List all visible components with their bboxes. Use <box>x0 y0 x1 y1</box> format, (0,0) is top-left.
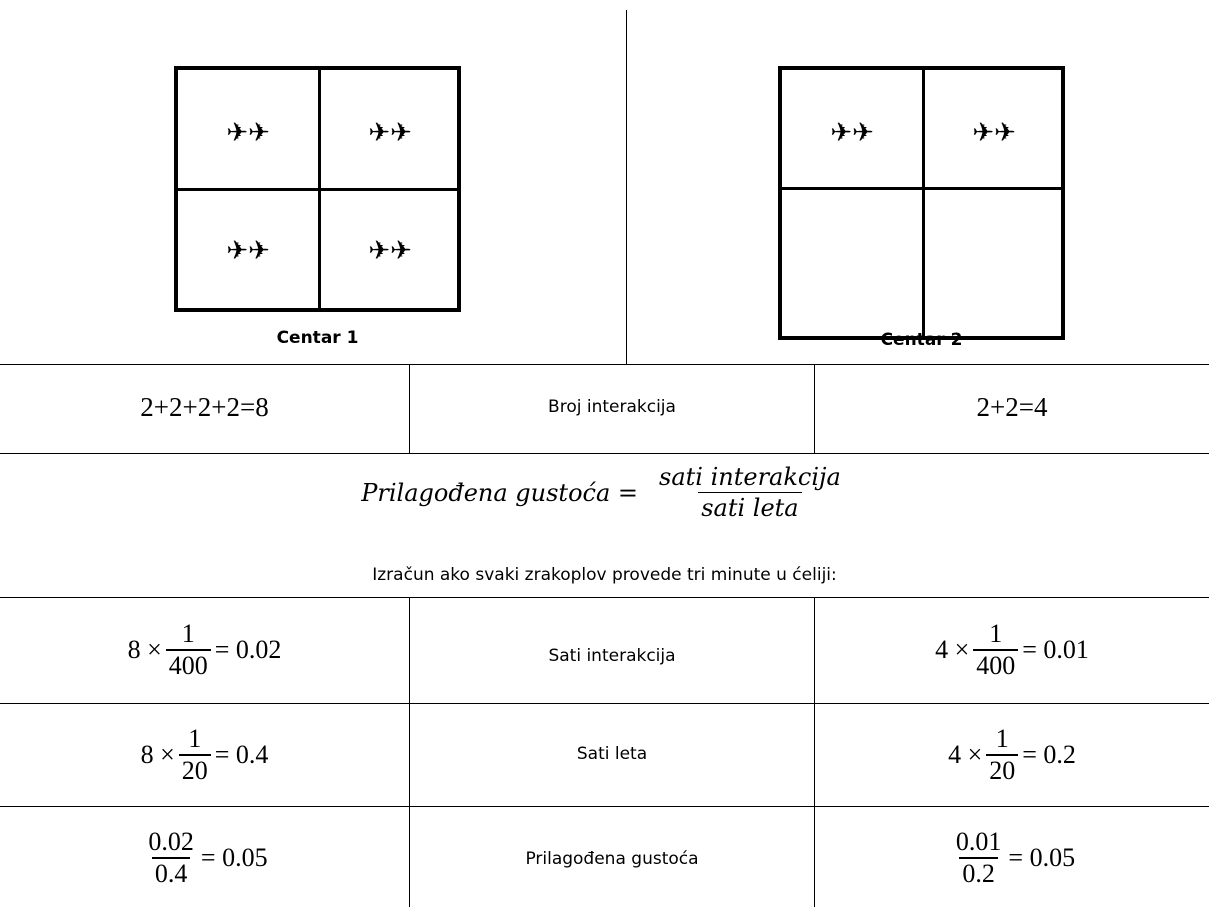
table-rule <box>0 703 1209 704</box>
interaction-hours-label: Sati interakcija <box>548 646 676 666</box>
center-2-interactions: 2+2=4 <box>976 392 1048 422</box>
interactions-label: Broj interakcija <box>548 397 676 417</box>
adjusted-density-label: Prilagođena gustoća <box>525 849 699 869</box>
airplane-icon: ✈✈ <box>972 118 1016 148</box>
table-divider <box>814 364 815 454</box>
calculation-note: Izračun ako svaki zrakoplov provede tri … <box>372 565 837 585</box>
airplane-icon: ✈✈ <box>226 118 270 148</box>
table-divider <box>409 364 410 454</box>
center-2-grid: ✈✈ ✈✈ <box>778 66 1065 340</box>
center-1-grid: ✈✈ ✈✈ ✈✈ ✈✈ <box>174 66 461 312</box>
center-1-caption: Centar 1 <box>276 328 359 348</box>
center-2-caption: Centar 2 <box>880 330 963 350</box>
table-divider <box>814 597 815 907</box>
center-1-interactions: 2+2+2+2=8 <box>140 392 269 422</box>
density-formula: Prilagođena gustoća = sati interakcija s… <box>0 462 1209 523</box>
airplane-icon: ✈✈ <box>830 118 874 148</box>
formula-fraction: sati interakcija sati leta <box>656 462 844 523</box>
formula-denominator: sati leta <box>698 492 802 523</box>
airplane-icon: ✈✈ <box>226 236 270 266</box>
formula-numerator: sati interakcija <box>659 463 841 491</box>
table-rule <box>0 597 1209 598</box>
table-rule <box>0 453 1209 454</box>
top-divider <box>626 10 627 364</box>
flight-hours-label: Sati leta <box>576 744 648 764</box>
table-divider <box>409 597 410 907</box>
table-rule <box>0 806 1209 807</box>
airplane-icon: ✈✈ <box>368 236 412 266</box>
formula-lhs: Prilagođena gustoća = <box>361 478 639 507</box>
table-rule <box>0 364 1209 365</box>
airplane-icon: ✈✈ <box>368 118 412 148</box>
